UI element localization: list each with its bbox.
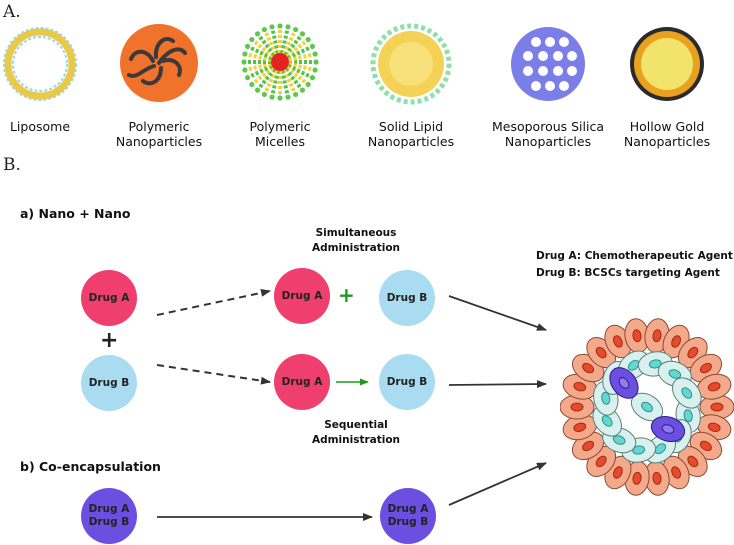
drug-a-text: Drug A [281, 289, 323, 302]
drug-a-simultaneous-circle: Drug A [274, 268, 330, 324]
drug-b-text: Drug B [88, 516, 130, 528]
sequential-label: Sequential Administration [311, 419, 401, 446]
drug-b-text: Drug B [387, 516, 429, 528]
drug-b-text: Drug B [386, 291, 428, 304]
mesoporous-silica-icon [511, 27, 585, 101]
dashed-arrow-sequential [156, 364, 271, 385]
np-label-polymeric-nanoparticles: Polymeric Nanoparticles [115, 119, 203, 149]
drug-b-sequential-circle: Drug B [379, 354, 435, 410]
coencapsulated-drug-circle: Drug A Drug B [81, 488, 137, 544]
panel-a-letter: A. [3, 2, 21, 22]
legend-drug-a: Drug A: Chemotherapeutic Agent [536, 250, 733, 262]
drug-a-text: Drug A [88, 503, 130, 515]
arrow-coencap-to-tumor [448, 462, 547, 506]
section-b-title: b) Co-encapsulation [20, 459, 161, 474]
np-label-liposome: Liposome [9, 119, 71, 134]
tumor-illustration [560, 318, 734, 496]
dashed-arrow-simultaneous [156, 288, 271, 316]
np-label-mesoporous-silica: Mesoporous Silica Nanoparticles [491, 119, 605, 149]
drug-b-text: Drug B [386, 375, 428, 388]
drug-a-text: Drug A [281, 375, 323, 388]
drug-b-text: Drug B [88, 376, 130, 389]
legend: Drug A: Chemotherapeutic Agent Drug B: B… [536, 248, 733, 282]
drug-a-text: Drug A [387, 503, 429, 515]
coencapsulated-drug-result-circle: Drug A Drug B [380, 488, 436, 544]
np-label-hollow-gold: Hollow Gold Nanoparticles [623, 119, 711, 149]
section-a-title: a) Nano + Nano [20, 206, 131, 221]
arrow-sequential-to-tumor [448, 380, 547, 389]
solid-lipid-nanoparticle-icon [370, 23, 452, 105]
polymeric-nanoparticle-icon [120, 24, 198, 102]
panel-b-letter: B. [3, 155, 21, 175]
simultaneous-label: Simultaneous Administration [311, 227, 401, 254]
nanoparticle-icons [3, 23, 704, 105]
drug-a-text: Drug A [88, 291, 130, 304]
drug-a-circle: Drug A [81, 270, 137, 326]
black-plus: + [100, 328, 119, 353]
np-label-solid-lipid: Solid Lipid Nanoparticles [367, 119, 455, 149]
legend-drug-b: Drug B: BCSCs targeting Agent [536, 267, 720, 279]
np-label-polymeric-micelles: Polymeric Micelles [249, 119, 311, 149]
drug-a-sequential-circle: Drug A [274, 354, 330, 410]
arrow-simultaneous-to-tumor [448, 295, 547, 331]
hollow-gold-nanoparticle-icon [630, 27, 704, 101]
drug-b-simultaneous-circle: Drug B [379, 270, 435, 326]
liposome-icon [3, 27, 77, 101]
drug-b-circle: Drug B [81, 355, 137, 411]
green-plus: + [338, 283, 355, 307]
